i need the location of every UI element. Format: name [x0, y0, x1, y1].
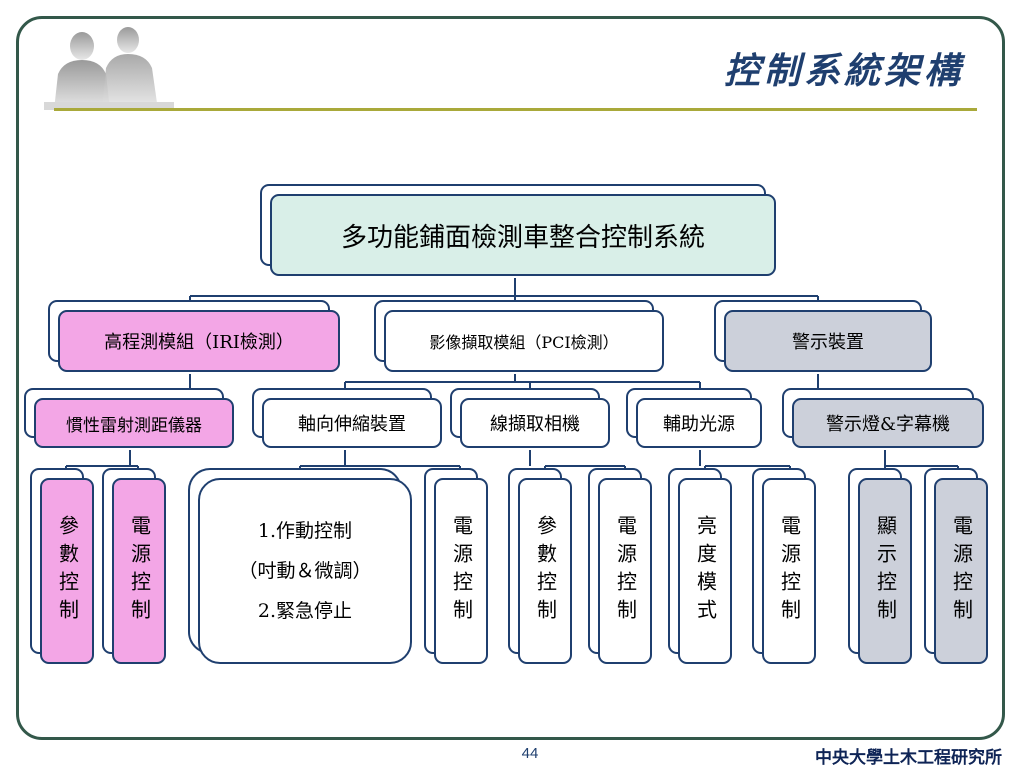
leaf-label: 電源控制	[613, 515, 638, 627]
action-line-1: 1.作動控制	[257, 520, 353, 542]
leaf-display-control: 顯示控制	[858, 478, 912, 664]
module-warning-device-label: 警示裝置	[792, 332, 864, 353]
module-image-capture-label: 影像擷取模組（PCI檢測）	[429, 333, 619, 352]
action-line-2: （吋動＆微調）	[238, 560, 372, 582]
sub-laser-rangefinder-label: 慣性雷射測距儀器	[66, 415, 202, 436]
leaf-parameter-control: 參數控制	[40, 478, 94, 664]
page-number: 44	[521, 745, 539, 762]
module-elevation: 高程測模組（IRI檢測）	[58, 310, 340, 372]
leaf-brightness-mode: 亮度模式	[678, 478, 732, 664]
leaf-power-control: 電源控制	[112, 478, 166, 664]
action-control-box: 1.作動控制 （吋動＆微調） 2.緊急停止	[198, 478, 412, 664]
title-underline	[54, 108, 977, 111]
module-warning-device: 警示裝置	[724, 310, 932, 372]
module-image-capture: 影像擷取模組（PCI檢測）	[384, 310, 664, 372]
sub-warning-light-marquee: 警示燈&字幕機	[792, 398, 984, 448]
leaf-power-control: 電源控制	[434, 478, 488, 664]
sub-laser-rangefinder: 慣性雷射測距儀器	[34, 398, 234, 448]
sub-auxiliary-light: 輔助光源	[636, 398, 762, 448]
module-elevation-label: 高程測模組（IRI檢測）	[104, 332, 294, 353]
business-people-logo-icon	[44, 27, 174, 110]
leaf-label: 電源控制	[777, 515, 802, 627]
sub-line-scan-camera-label: 線擷取相機	[490, 414, 580, 435]
leaf-power-control: 電源控制	[762, 478, 816, 664]
slide-title: 控制系統架構	[723, 50, 964, 92]
leaf-label: 電源控制	[127, 515, 152, 627]
sub-axial-telescoping-label: 軸向伸縮裝置	[298, 414, 406, 435]
leaf-power-control: 電源控制	[934, 478, 988, 664]
action-line-3: 2.緊急停止	[257, 600, 353, 622]
leaf-label: 電源控制	[949, 515, 974, 627]
root-node: 多功能鋪面檢測車整合控制系統	[270, 194, 776, 276]
leaf-label: 電源控制	[449, 515, 474, 627]
sub-axial-telescoping: 軸向伸縮裝置	[262, 398, 442, 448]
leaf-label: 參數控制	[55, 515, 80, 627]
leaf-power-control: 電源控制	[598, 478, 652, 664]
sub-warning-light-marquee-label: 警示燈&字幕機	[825, 414, 951, 435]
slide-frame	[16, 16, 1005, 740]
leaf-label: 顯示控制	[873, 515, 898, 627]
leaf-parameter-control: 參數控制	[518, 478, 572, 664]
institute-name: 中央大學土木工程研究所	[815, 748, 1002, 768]
leaf-label: 亮度模式	[693, 515, 718, 627]
leaf-label: 參數控制	[533, 515, 558, 627]
sub-auxiliary-light-label: 輔助光源	[663, 414, 735, 435]
sub-line-scan-camera: 線擷取相機	[460, 398, 610, 448]
root-node-label: 多功能鋪面檢測車整合控制系統	[340, 222, 705, 253]
